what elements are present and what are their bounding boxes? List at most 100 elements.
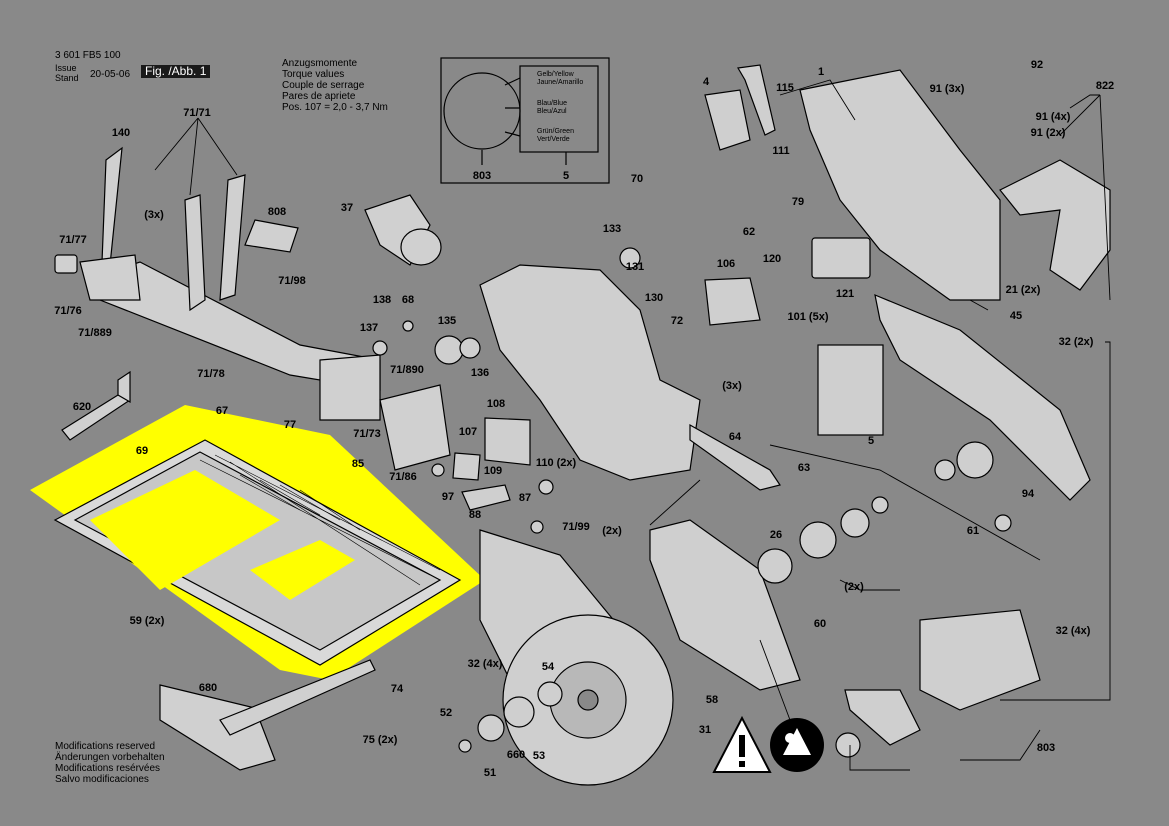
callout: (3x) [722,380,742,392]
part-108 [484,417,531,466]
gear [956,441,994,479]
part-64 [689,423,781,491]
part-number: 3 601 FB5 100 [55,50,121,61]
part-107 [452,452,481,481]
bearing-26 [757,548,793,584]
callout: 69 [135,445,149,457]
callout: 54 [541,661,555,673]
callout: 140 [111,127,131,139]
part-803-bracket [844,689,921,746]
callout: 94 [1021,488,1035,500]
callout: 87 [518,492,532,504]
callout: 63 [797,462,811,474]
callout: (2x) [602,525,622,537]
callout: 71/99 [562,521,590,533]
callout: (3x) [144,209,164,221]
callout: 60 [813,618,827,630]
modifications-line: Modifications reserved [55,741,156,752]
part-808 [244,219,299,253]
part-4 [704,89,751,151]
torque-line: Pos. 107 = 2,0 - 3,7 Nm [282,102,388,113]
screw-110 [538,479,554,495]
figure-label: Fig. /Abb. 1 [141,64,211,79]
callout: 91 (4x) [1035,111,1071,123]
callout: 4 [702,76,710,88]
callout: 75 (2x) [362,734,398,746]
modifications-line: Modifications resérvées [55,763,161,774]
protractor [319,354,381,421]
modifications-line: Salvo modificaciones [55,774,149,785]
wiring-left-ref: 803 [472,170,492,182]
part-140 [101,146,123,266]
callout: 660 [506,749,526,761]
part-71-77 [54,254,78,274]
wiring-right-ref: 5 [562,170,570,182]
callout: 59 (2x) [129,615,165,627]
wire-blue: Blau/Blue Bleu/Azul [537,100,567,115]
modifications-note: Modifications reserved Änderungen vorbeh… [55,741,165,785]
flange-53 [503,696,535,728]
nut-71-99 [530,520,544,534]
callout: 32 (4x) [467,658,503,670]
callout: 45 [1009,310,1023,322]
callout: 71/889 [78,327,112,339]
callout: 111 [772,145,790,157]
callout: 136 [470,367,490,379]
torque-line: Torque values [282,69,345,80]
part-111 [737,64,776,136]
wiring-terminal-box [519,65,599,153]
torque-line: Anzugsmomente [282,58,358,69]
blade-guard-58 [649,519,801,691]
part-97 [461,484,511,511]
part-71-76 [79,254,141,301]
scale-strip [219,174,246,301]
callout: 1 [817,66,825,78]
callout: 68 [401,294,415,306]
washer-51 [458,739,472,753]
wire-green: Grün/Green Vert/Verde [537,128,574,143]
read-manual-icon [770,718,824,772]
callout: 803 [1036,742,1056,754]
callout: 71/73 [353,428,381,440]
callout: 107 [458,426,478,438]
callout: 71/71 [183,107,211,119]
callout: 92 [1030,59,1044,71]
handle-822 [999,159,1111,291]
ring-803 [835,732,861,758]
callout: 620 [72,401,92,413]
part-71-890 [379,384,451,471]
callout: 61 [966,525,980,537]
callout: 67 [215,405,229,417]
handle-housing-1 [799,69,1001,301]
saw-blade [502,614,674,786]
parallel-guide-680 [159,684,276,771]
callout: 131 [625,261,645,273]
callout: 108 [486,398,506,410]
callout: 71/78 [197,368,225,380]
bearing-part [799,521,837,559]
callout: 58 [705,694,719,706]
torque-line: Pares de apriete [282,91,356,102]
callout: 109 [483,465,503,477]
callout: 101 (5x) [787,311,829,323]
callout: 62 [742,226,756,238]
callout: 71/98 [278,275,306,287]
callout: 133 [602,223,622,235]
part-131 [619,247,641,269]
spring-137 [372,340,388,356]
part-5 [817,344,884,436]
wire-yellow: Gelb/Yellow Jaune/Amarillo [537,71,584,86]
callout: 77 [283,419,297,431]
washer-71-86 [431,463,445,477]
arm-part [184,194,206,312]
callout: 32 (2x) [1058,336,1094,348]
callout: 106 [716,258,736,270]
callout: 91 (3x) [929,83,965,95]
callout: 79 [791,196,805,208]
callout: 26 [769,529,783,541]
upper-guard [874,294,1091,501]
callout: 64 [728,431,742,443]
callout: 71/86 [389,471,417,483]
